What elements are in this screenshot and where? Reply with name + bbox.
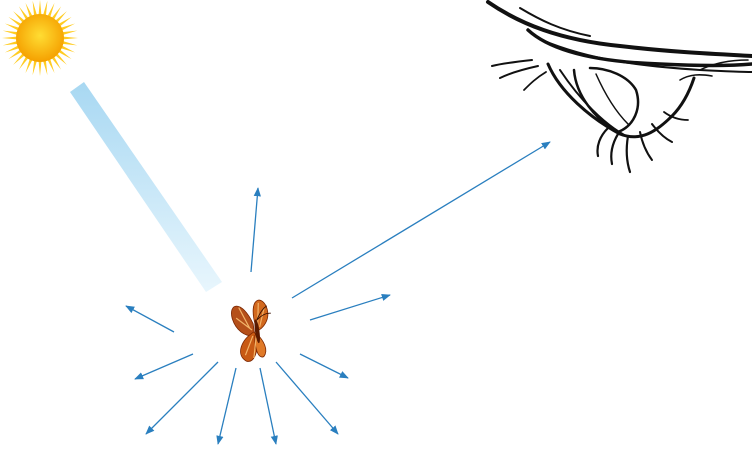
sun-ray	[50, 55, 62, 70]
light-beam	[70, 82, 222, 292]
eye-icon	[486, 0, 752, 174]
sun-ray	[32, 59, 38, 76]
sun-ray	[61, 36, 78, 40]
sun-ray	[59, 44, 76, 53]
sun-ray	[46, 2, 55, 19]
sun-ray	[13, 52, 26, 65]
sun-ray	[38, 0, 42, 17]
sun-ray	[61, 30, 78, 36]
sun-ray	[18, 6, 30, 21]
sun-ray	[59, 23, 76, 32]
sun-ray	[25, 57, 34, 74]
ray-right-arrow	[309, 293, 391, 321]
sun-ray	[42, 59, 48, 76]
ray-upper-left-arrow	[125, 305, 175, 333]
sun-ray	[57, 48, 72, 60]
sun-ray	[2, 40, 19, 46]
ray-down-left-arrow	[216, 367, 237, 445]
ray-up-arrow	[250, 187, 261, 273]
sun-rays	[2, 0, 78, 76]
sun-ray	[18, 55, 30, 70]
sun-ray	[8, 16, 23, 28]
sun-ray	[61, 40, 78, 46]
reflected-rays	[125, 141, 551, 445]
sun-ray	[2, 30, 19, 36]
ray-lower-left-arrow	[145, 361, 219, 435]
sun-ray	[57, 16, 72, 28]
sun-ray	[46, 57, 55, 74]
sun-ray	[32, 0, 38, 17]
sun-ray	[54, 11, 67, 24]
ray-left-arrow	[134, 353, 194, 380]
sun-ray	[8, 48, 23, 60]
sun-ray	[4, 44, 21, 53]
sun-icon	[2, 0, 78, 76]
ray-lower-right-arrow	[275, 361, 339, 435]
sun-core	[16, 14, 64, 62]
sun-ray	[54, 52, 67, 65]
sun-ray	[4, 23, 21, 32]
ray-right-down-arrow	[299, 353, 349, 379]
ray-down-right-arrow	[259, 367, 278, 445]
sun-ray	[38, 59, 42, 76]
sun-ray	[42, 0, 48, 17]
sun-ray	[13, 11, 26, 24]
butterfly-icon	[231, 299, 271, 362]
sun-ray	[2, 36, 19, 40]
sun-ray	[50, 6, 62, 21]
ray-to-eye-arrow	[291, 141, 551, 299]
sun-ray	[25, 2, 34, 19]
